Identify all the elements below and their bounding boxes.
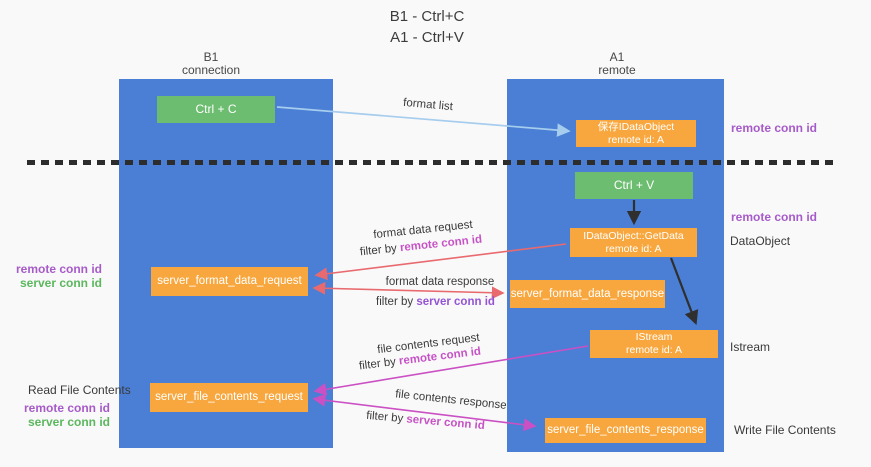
node-save-idataobject-line1: 保存IDataObject (597, 120, 675, 133)
left-column-header: B1 connection (151, 51, 271, 77)
label-write-file-contents: Write File Contents (734, 423, 836, 437)
filter-prefix: filter by (358, 355, 400, 373)
filter-key-server-conn-id: server conn id (405, 413, 486, 433)
node-server-format-data-request-label: server_format_data_request (157, 275, 302, 287)
edge-label-file-contents-response: file contents response (394, 388, 508, 412)
left-column-subtitle: connection (181, 63, 241, 77)
filter-prefix: filter by (376, 296, 417, 308)
node-server-file-contents-response: server_file_contents_response (545, 418, 706, 443)
label-remote-conn-id-top-left: remote conn id (15, 262, 102, 276)
label-istream: Istream (730, 340, 771, 354)
edge-label-format-list: format list (393, 96, 464, 114)
filter-key-server-conn-id: server conn id (416, 296, 495, 308)
edge-label-format-data-response: format data response (385, 276, 495, 288)
node-idataobject-getdata: IDataObject::GetData remote id: A (570, 228, 697, 257)
node-server-format-data-response-label: server_format_data_response (510, 287, 665, 300)
filter-prefix: filter by (365, 409, 407, 426)
node-server-file-contents-request: server_file_contents_request (150, 383, 308, 412)
node-server-format-data-request: server_format_data_request (151, 267, 308, 296)
label-remote-conn-id-bottom-left: remote conn id (23, 401, 110, 415)
edge-label-format-list-text: format list (402, 96, 454, 114)
node-ctrl-v: Ctrl + V (575, 172, 693, 199)
node-idataobject-getdata-line2: remote id: A (605, 242, 662, 255)
label-dataobject: DataObject (730, 234, 791, 248)
right-column-header: A1 remote (557, 51, 677, 77)
filter-prefix: filter by (359, 242, 401, 259)
arrow-format-data-response (312, 281, 505, 300)
edge-label-filter-file-response: filter by server conn id (358, 409, 494, 433)
label-remote-conn-id-mid-right: remote conn id (731, 210, 818, 224)
node-istream: IStream remote id: A (590, 330, 718, 358)
title-line-b1: B1 - Ctrl+C (389, 8, 465, 25)
label-remote-conn-id-top-right: remote conn id (731, 121, 818, 135)
edge-label-file-contents-response-text: file contents response (394, 388, 508, 412)
node-save-idataobject: 保存IDataObject remote id: A (576, 120, 696, 147)
edge-label-format-data-response-text: format data response (385, 276, 495, 288)
node-ctrl-v-label: Ctrl + V (613, 178, 655, 192)
node-ctrl-c: Ctrl + C (157, 96, 275, 123)
node-idataobject-getdata-line1: IDataObject::GetData (583, 229, 684, 242)
node-istream-line2: remote id: A (625, 344, 683, 356)
node-server-file-contents-response-label: server_file_contents_response (547, 424, 704, 436)
node-ctrl-c-label: Ctrl + C (195, 102, 237, 116)
title-line-a1: A1 - Ctrl+V (390, 29, 464, 46)
right-column-name: A1 (609, 50, 625, 64)
edge-label-filter-format-response: filter by server conn id (373, 296, 498, 308)
label-server-conn-id-bottom-left: server conn id (27, 415, 110, 429)
right-column-subtitle: remote (598, 63, 636, 77)
label-server-conn-id-top-left: server conn id (19, 276, 102, 290)
node-server-file-contents-request-label: server_file_contents_request (155, 391, 303, 403)
diagram-title: B1 - Ctrl+C A1 - Ctrl+V (297, 6, 557, 48)
label-read-file-contents: Read File Contents (28, 383, 131, 397)
phase-separator-dashed-line (27, 160, 833, 165)
left-column-name: B1 (203, 50, 219, 64)
node-save-idataobject-line2: remote id: A (607, 133, 665, 146)
node-server-format-data-response: server_format_data_response (510, 280, 665, 308)
node-istream-line1: IStream (635, 331, 673, 343)
